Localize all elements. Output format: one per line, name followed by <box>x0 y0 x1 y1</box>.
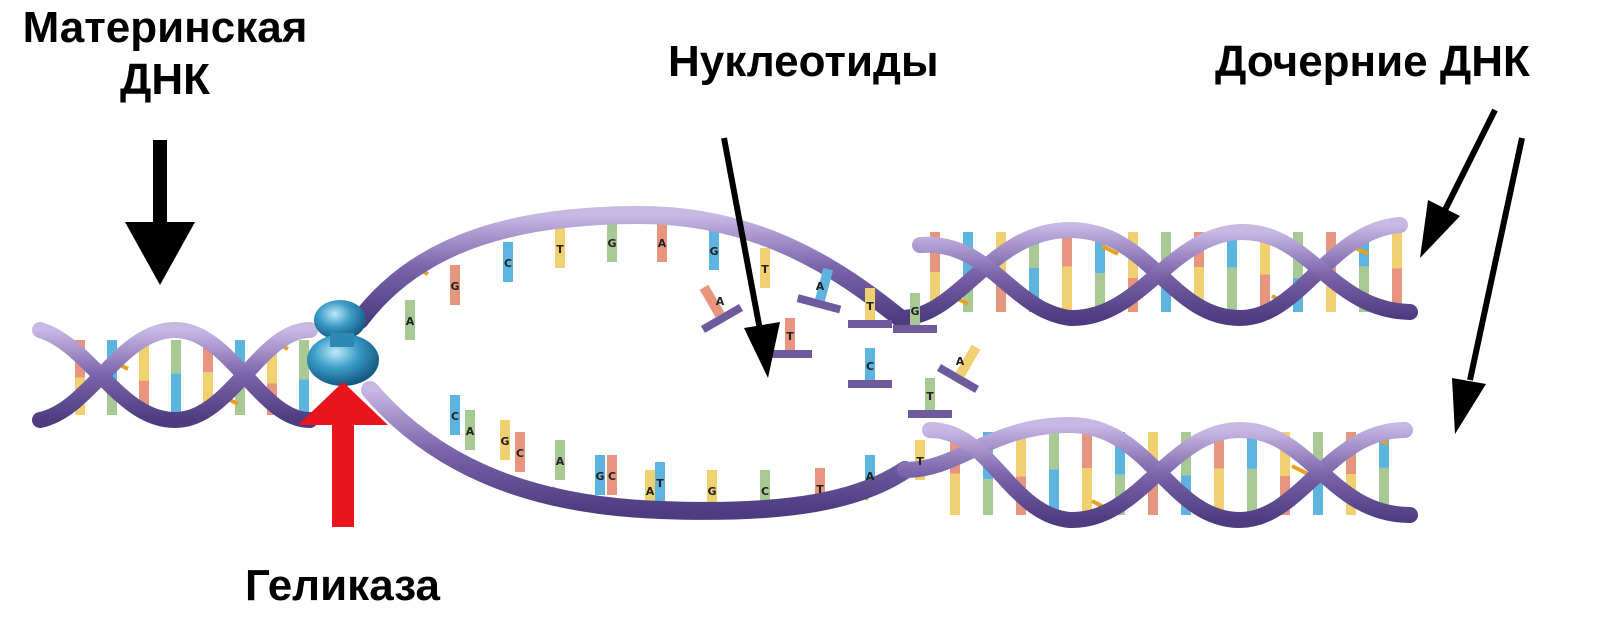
base-letter: G <box>607 237 616 250</box>
base-letter: A <box>556 455 565 468</box>
nucleotide-sugar <box>937 364 979 393</box>
dna-backbones <box>40 215 1410 520</box>
base-letter: A <box>406 315 415 328</box>
base-letter: C <box>866 360 874 373</box>
base-pair <box>1392 232 1402 268</box>
base-pair <box>1062 267 1072 312</box>
base-letter: A <box>466 425 475 438</box>
base-letter: A <box>866 470 875 483</box>
base-pair <box>1082 432 1092 468</box>
free-nucleotide <box>937 336 995 393</box>
free-nucleotides <box>685 263 995 418</box>
base-pair <box>171 373 181 415</box>
daughter-dna-arrow-upper <box>1420 110 1495 258</box>
base-letter: G <box>709 245 718 258</box>
nucleotide-sugar <box>848 320 892 328</box>
nucleotide-sugar <box>768 350 812 358</box>
base-letter: T <box>926 390 934 403</box>
base-letter: A <box>956 355 965 368</box>
base-letter: G <box>910 305 919 318</box>
nucleotide-sugar <box>848 380 892 388</box>
base-letter: C <box>504 257 512 270</box>
base-letter: T <box>916 455 924 468</box>
base-letter: T <box>761 263 769 276</box>
base-letter: C <box>761 485 769 498</box>
base-letter: G <box>500 435 509 448</box>
free-nucleotide <box>685 276 743 333</box>
base-letter: G <box>707 485 716 498</box>
base-letter: T <box>786 330 794 343</box>
base-letter: T <box>656 477 664 490</box>
base-letter: A <box>716 295 725 308</box>
base-pair <box>299 379 309 415</box>
parent-dna-arrow <box>125 140 195 285</box>
base-letter: T <box>556 243 564 256</box>
base-letter: C <box>516 447 524 460</box>
base-pair <box>950 474 960 516</box>
base-pair <box>1247 469 1257 515</box>
base-pair <box>983 479 993 515</box>
base-letter: G <box>450 280 459 293</box>
base-pair <box>171 340 181 373</box>
nucleotide-sugar <box>908 410 952 418</box>
nucleotide-sugar <box>893 325 937 333</box>
base-letter: C <box>608 470 616 483</box>
base-letter: G <box>595 470 604 483</box>
base-letter: T <box>816 483 824 496</box>
base-pair <box>1049 432 1059 469</box>
daughter-dna-arrow-lower <box>1452 138 1522 434</box>
base-letter: T <box>866 300 874 313</box>
base-letter: A <box>658 237 667 250</box>
base-pair <box>1227 267 1237 312</box>
nucleotide-sugar <box>701 304 743 333</box>
base-letter: A <box>816 280 825 293</box>
base-letter: A <box>646 485 655 498</box>
base-letters: GCTGAGTAAATGTCATCGACTGCTATACGA <box>406 237 965 498</box>
base-letter: C <box>451 410 459 423</box>
base-pair <box>1082 468 1092 515</box>
nucleotides-arrow <box>724 138 780 378</box>
